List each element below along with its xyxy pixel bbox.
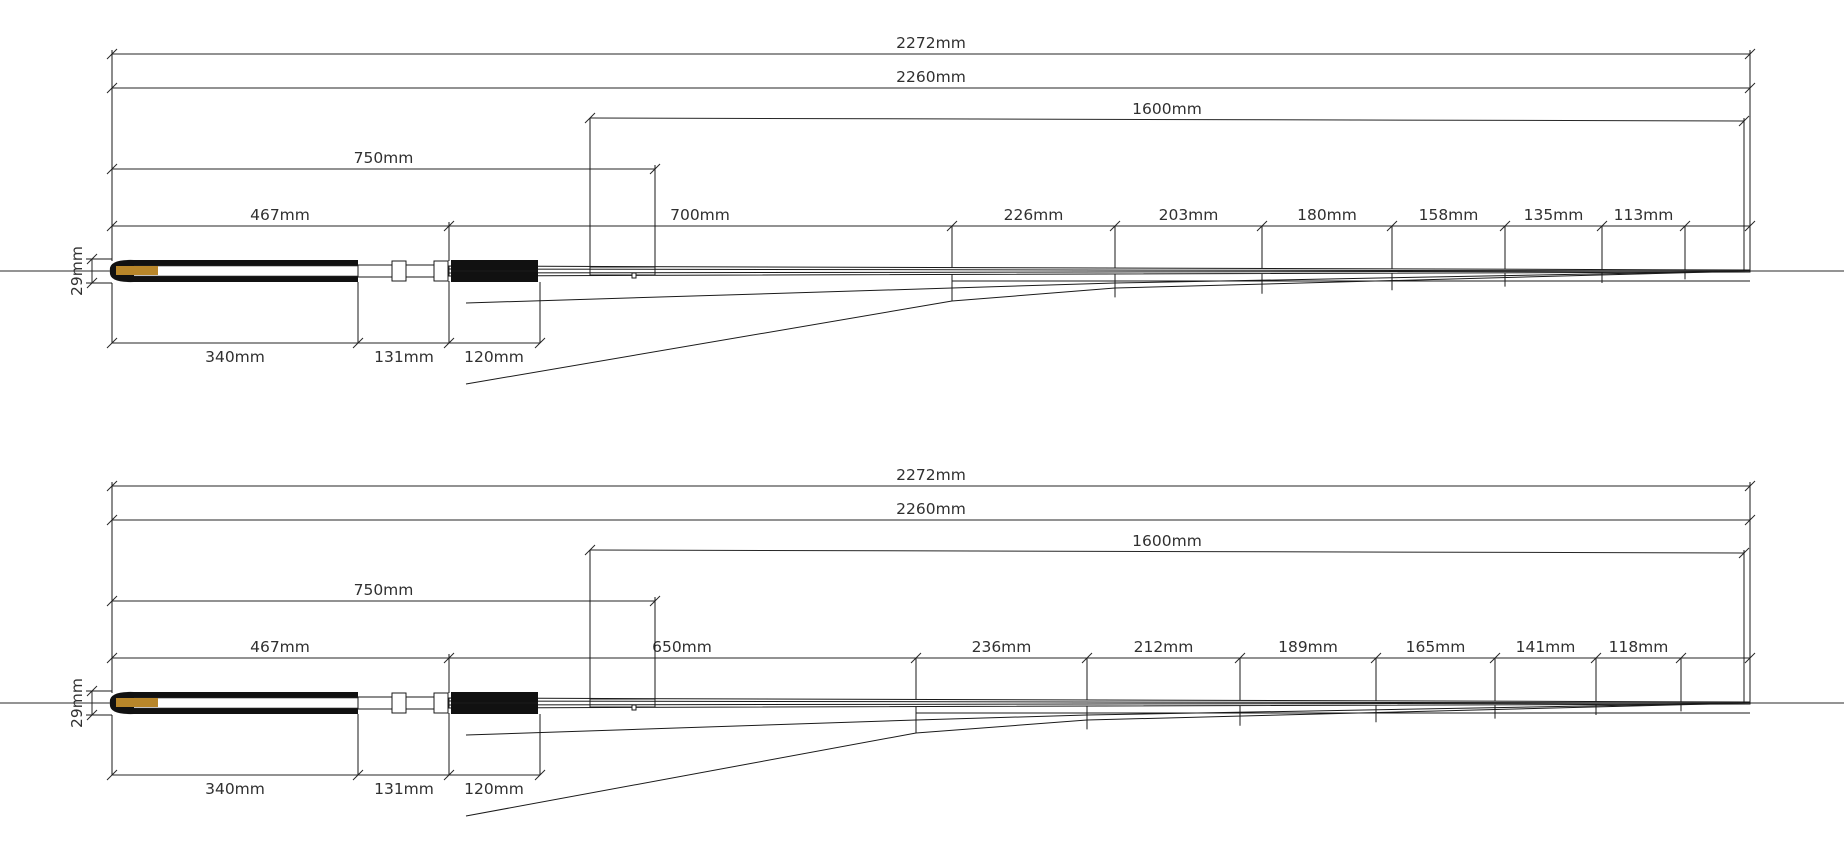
bend-curve xyxy=(1114,270,1751,289)
reel-seat-hood-rear xyxy=(433,260,449,282)
bend-curve xyxy=(951,287,1116,302)
grip-total-label: 467mm xyxy=(250,206,310,224)
reel-seat-hood xyxy=(589,266,656,276)
overall-length-label: 2272mm xyxy=(896,466,966,484)
rod-blank-edge xyxy=(448,270,1749,274)
guide-spacing-label: 158mm xyxy=(1419,206,1479,224)
butt-cap-insert xyxy=(116,698,158,707)
bend-curve xyxy=(915,719,1088,734)
dimension-line xyxy=(589,549,1745,554)
tip-section-label: 1600mm xyxy=(1132,100,1202,118)
rod-view-top: 2272mm 2260mm 1600mm 750mm 467mm 700mm 226mm 20… xyxy=(0,34,1844,385)
guide-spacing-label: 113mm xyxy=(1614,206,1674,224)
rod-view-bottom: 2272mm 2260mm 1600mm 750mm 467mm 650mm 236mm 21… xyxy=(0,466,1844,817)
tip-section-label: 1600mm xyxy=(1132,532,1202,550)
length-without-cap-label: 2260mm xyxy=(896,500,966,518)
guide-spacing-label: 118mm xyxy=(1609,638,1669,656)
guide-spacing-label: 236mm xyxy=(972,638,1032,656)
reel-seat-hood-rear xyxy=(433,692,449,714)
guide-spacing-label: 180mm xyxy=(1297,206,1357,224)
guide-spacing-label: 189mm xyxy=(1278,638,1338,656)
guide-spacing-label: 212mm xyxy=(1134,638,1194,656)
dimension-line xyxy=(589,117,1745,122)
rear-grip-length-label: 340mm xyxy=(205,348,265,366)
guide-spacing-label: 135mm xyxy=(1524,206,1584,224)
reel-seat-length-label: 131mm xyxy=(374,780,434,798)
blank-length-label: 650mm xyxy=(652,638,712,656)
guide-spacing-label: 203mm xyxy=(1159,206,1219,224)
grip-total-label: 467mm xyxy=(250,638,310,656)
hook-keeper xyxy=(631,704,637,711)
butt-section-label: 750mm xyxy=(354,581,414,599)
length-without-cap-label: 2260mm xyxy=(896,68,966,86)
reel-seat-hood-front xyxy=(391,692,407,714)
butt-section-label: 750mm xyxy=(354,149,414,167)
hook-keeper xyxy=(631,272,637,279)
bend-curve xyxy=(465,300,953,385)
rod-blank-edge xyxy=(448,702,1749,706)
guide-spacing-label: 141mm xyxy=(1516,638,1576,656)
guide-spacing-label: 226mm xyxy=(1004,206,1064,224)
reel-seat-hood-front xyxy=(391,260,407,282)
bend-curve xyxy=(915,714,1088,721)
bend-curve xyxy=(951,282,1116,289)
overall-length-label: 2272mm xyxy=(896,34,966,52)
bend-curve xyxy=(1086,702,1751,716)
rod-blank-edge xyxy=(448,700,1749,704)
butt-diameter-label: 29mm xyxy=(68,678,86,728)
fore-grip-length-label: 120mm xyxy=(464,780,524,798)
butt-diameter-label: 29mm xyxy=(68,246,86,296)
reel-seat-length-label: 131mm xyxy=(374,348,434,366)
fore-grip-length-label: 120mm xyxy=(464,348,524,366)
butt-cap-insert xyxy=(116,266,158,275)
blank-length-label: 700mm xyxy=(670,206,730,224)
bend-curve xyxy=(465,719,917,736)
reel-seat-hood xyxy=(589,698,656,708)
rod-blank-edge xyxy=(448,268,1749,272)
bend-curve xyxy=(465,287,953,304)
bend-curve xyxy=(465,732,917,817)
bend-curve xyxy=(1086,702,1751,721)
guide-spacing-label: 165mm xyxy=(1406,638,1466,656)
rear-grip-length-label: 340mm xyxy=(205,780,265,798)
bend-curve xyxy=(1114,270,1751,284)
